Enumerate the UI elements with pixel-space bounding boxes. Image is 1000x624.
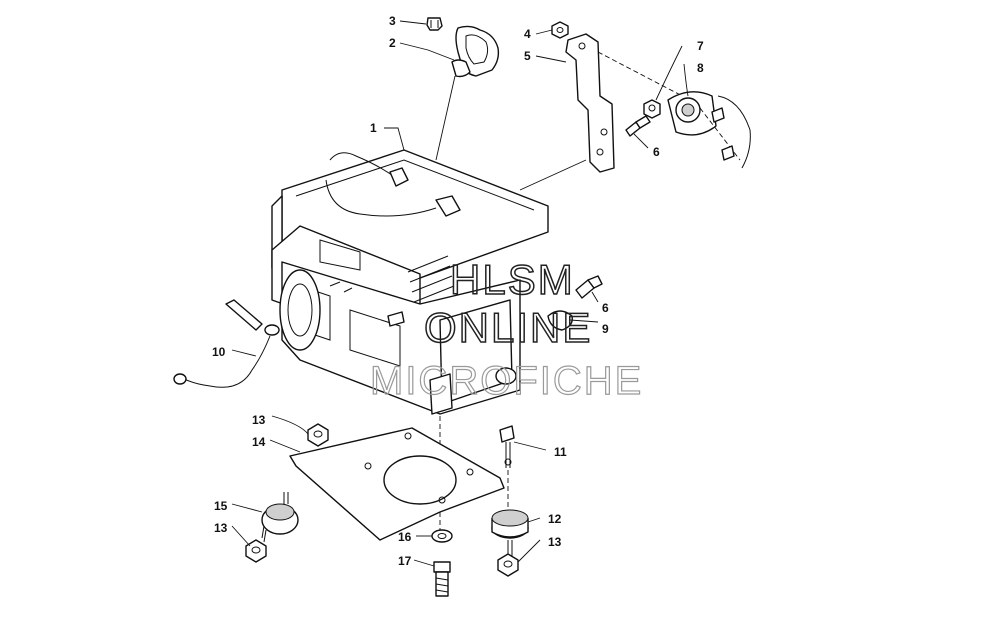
bolt-part-17	[433, 561, 451, 597]
rubber-isolator-part-15	[261, 492, 299, 543]
bolt-part-11	[499, 425, 515, 512]
callout-10: 10	[212, 345, 226, 359]
callout-6-lower: 6	[602, 301, 609, 315]
callout-4: 4	[524, 27, 531, 41]
nut-part-7	[643, 99, 661, 119]
rubber-isolator-part-12	[491, 509, 529, 556]
callout-3: 3	[389, 14, 396, 28]
callout-5: 5	[524, 49, 531, 63]
callout-9: 9	[602, 322, 609, 336]
bolt-part-6-lower	[575, 275, 603, 299]
lock-washer-part	[547, 310, 573, 331]
nut-part-13-lower-right	[497, 553, 519, 577]
watermark-line-3: MICROFICHE	[370, 359, 643, 403]
ground-cable-part	[173, 299, 280, 388]
callout-11: 11	[554, 445, 567, 459]
isolator-mount-part	[667, 91, 751, 169]
bracket-part	[519, 33, 691, 191]
nut-part-13-lower-left	[245, 539, 267, 563]
watermark-line-1: HLSM	[450, 256, 575, 303]
callout-2: 2	[389, 36, 396, 50]
watermark-line-2: ONLINE	[424, 304, 592, 351]
callout-13-lower-left: 13	[214, 521, 228, 535]
callout-labels: 3 2 4 5 7 8 1 6 6 9 10 13 14 15 13 11 12…	[212, 14, 704, 568]
callout-7: 7	[697, 39, 704, 53]
callout-15: 15	[214, 499, 228, 513]
nut-part-13-upper	[307, 423, 329, 447]
callout-6-upper: 6	[653, 145, 660, 159]
leader-lines	[231, 20, 689, 567]
callout-12: 12	[548, 512, 562, 526]
mount-plate-part	[289, 427, 512, 541]
callout-13-upper: 13	[252, 413, 266, 427]
starter-handle-part	[435, 25, 500, 161]
washer-part	[431, 529, 453, 543]
callout-1: 1	[370, 121, 377, 135]
nut-part-4	[551, 21, 569, 39]
callout-8: 8	[697, 61, 704, 75]
callout-17: 17	[398, 554, 412, 568]
engine-part	[271, 149, 549, 530]
callout-14: 14	[252, 435, 266, 449]
callout-13-lower-right: 13	[548, 535, 562, 549]
watermark: HLSM ONLINE MICROFICHE	[369, 255, 643, 403]
clip-part	[426, 17, 443, 31]
callout-16: 16	[398, 530, 412, 544]
bolt-part-6-upper	[625, 115, 651, 137]
